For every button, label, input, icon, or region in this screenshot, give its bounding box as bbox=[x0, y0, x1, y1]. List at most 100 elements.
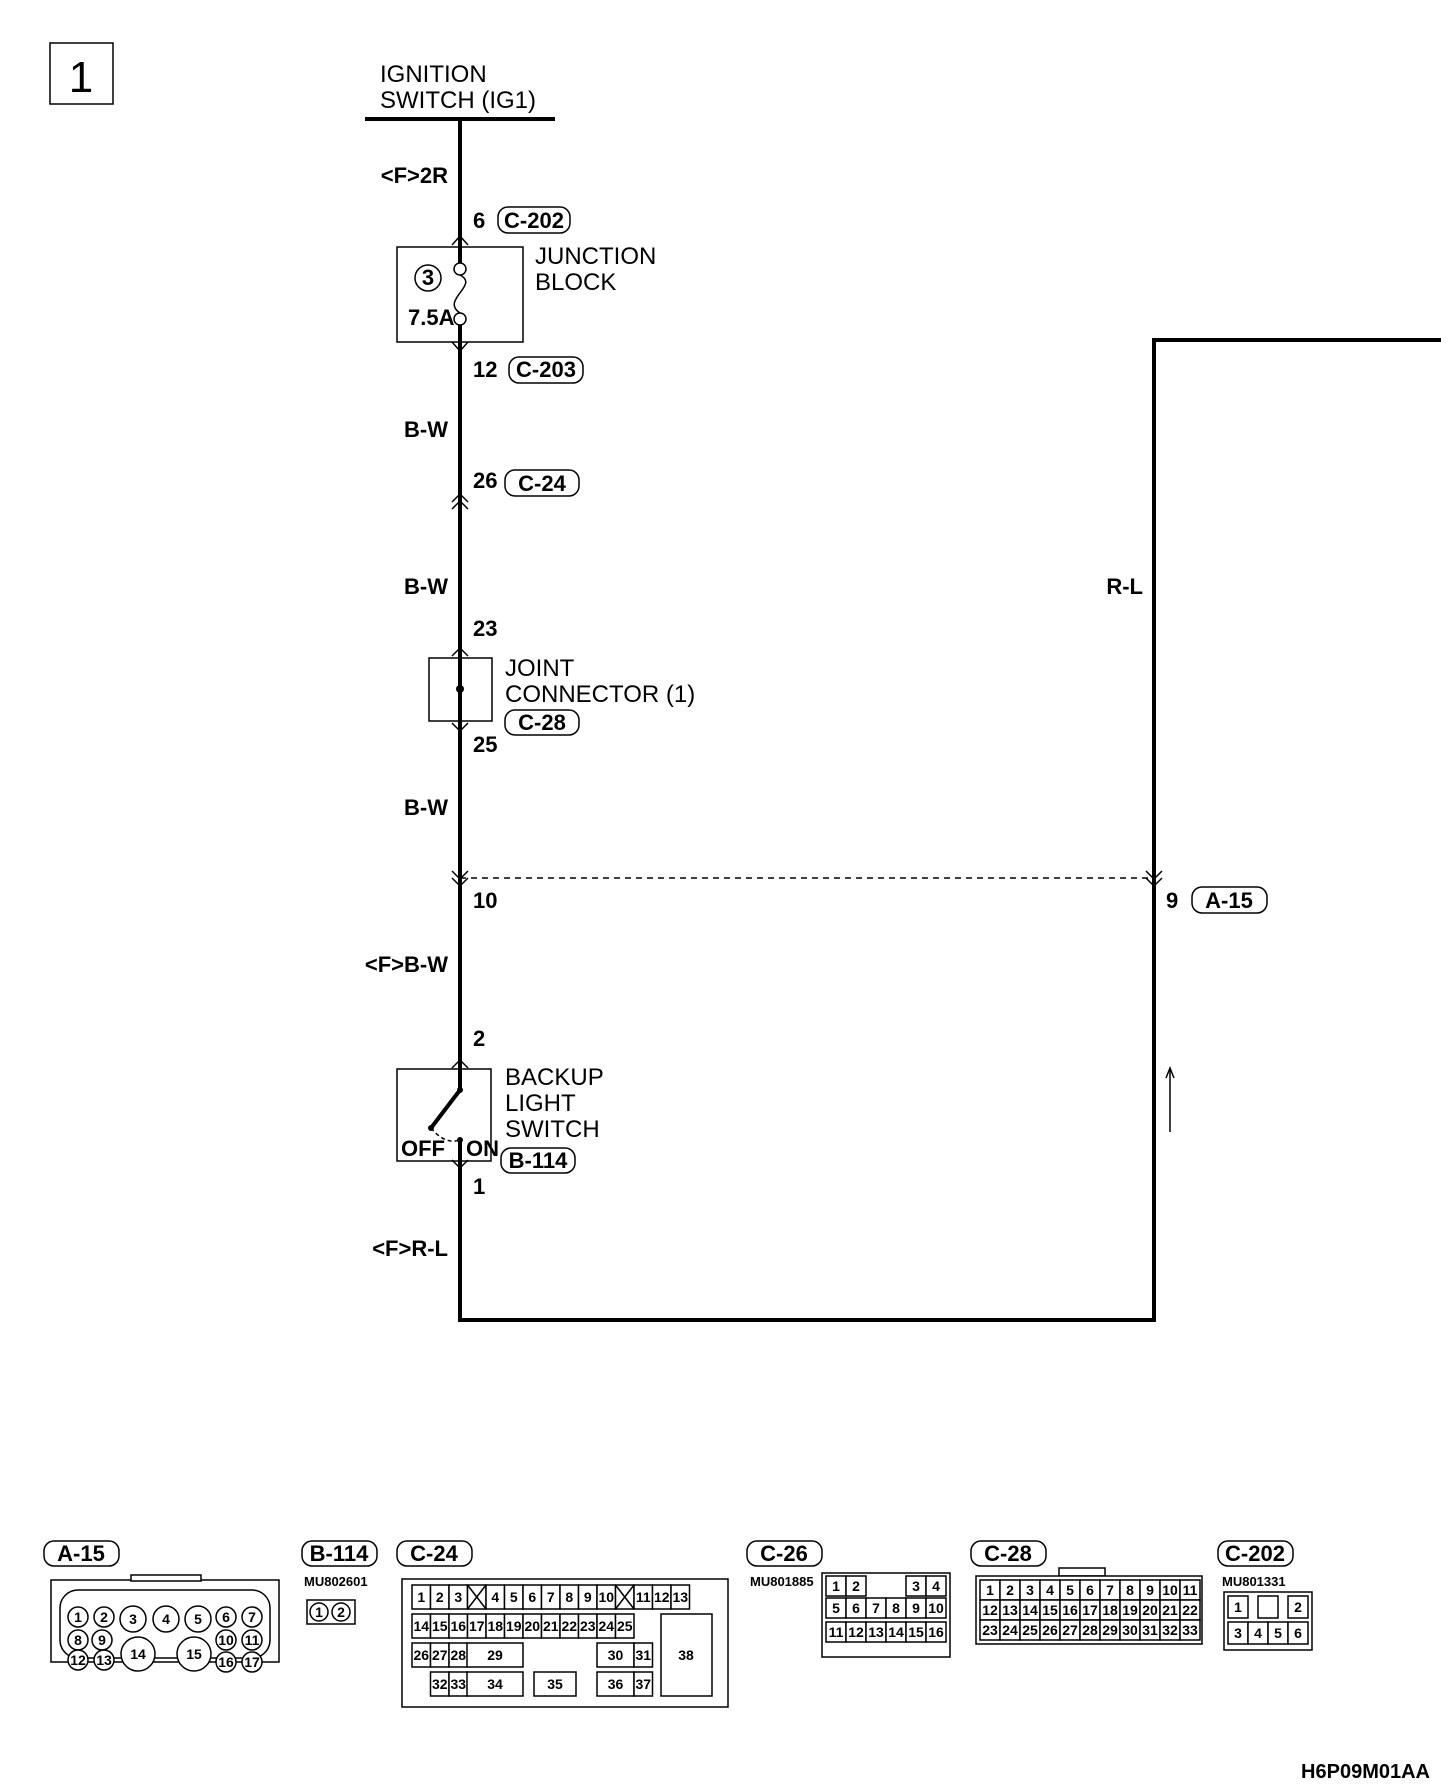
pin-number: 18 bbox=[487, 1618, 503, 1634]
pin-9: 9 bbox=[1166, 888, 1178, 913]
figure-code: H6P09M01AA bbox=[1301, 1761, 1430, 1783]
pin-number: 11 bbox=[1183, 1582, 1198, 1598]
pin-cell: 1 bbox=[411, 1584, 432, 1610]
fuse-element bbox=[453, 274, 467, 314]
pin-number: 1 bbox=[832, 1578, 840, 1594]
pin-number: 36 bbox=[608, 1676, 624, 1692]
fuse-terminal bbox=[453, 262, 467, 276]
page-number: 1 bbox=[69, 53, 93, 102]
inline-connector-arrow bbox=[451, 492, 469, 510]
pin-number: 32 bbox=[432, 1676, 448, 1692]
pin-number: 8 bbox=[565, 1589, 573, 1605]
pin-cell: 9 bbox=[91, 1629, 113, 1651]
pin-cell: 29 bbox=[1099, 1619, 1121, 1641]
pin-number: 10 bbox=[598, 1589, 614, 1605]
pin-cell: 1 bbox=[309, 1602, 329, 1622]
pin-number: 16 bbox=[1062, 1602, 1078, 1618]
pin-cell: 21 bbox=[1159, 1599, 1181, 1621]
pin-cell: 34 bbox=[466, 1671, 524, 1697]
pin-number: 2 bbox=[1294, 1599, 1302, 1615]
pin-cell: 5 bbox=[1267, 1621, 1289, 1645]
pin-number: 15 bbox=[186, 1646, 202, 1662]
pin-cell: 9 bbox=[1139, 1579, 1161, 1601]
empty-cavity bbox=[466, 1584, 487, 1610]
pin-cell: 26 bbox=[1039, 1619, 1061, 1641]
pin-number: 27 bbox=[432, 1647, 448, 1663]
pin-cell: 8 bbox=[885, 1597, 907, 1619]
pin-cell: 11 bbox=[825, 1621, 847, 1643]
pin-number: 30 bbox=[1122, 1622, 1138, 1638]
pin-number: 17 bbox=[469, 1618, 485, 1634]
pin-cell: 1 bbox=[67, 1606, 89, 1628]
fuse-terminal bbox=[453, 312, 467, 326]
pin-cell: 11 bbox=[1179, 1579, 1201, 1601]
pin-number: 20 bbox=[524, 1618, 540, 1634]
pin-23: 23 bbox=[473, 616, 497, 641]
pin-cell: 7 bbox=[241, 1606, 263, 1628]
pin-number: 4 bbox=[491, 1589, 499, 1605]
pin-number: 17 bbox=[244, 1654, 260, 1670]
connector-c24-label: C-24 bbox=[518, 471, 566, 496]
pin-cell: 27 bbox=[429, 1642, 450, 1668]
pin-cell: 11 bbox=[241, 1629, 263, 1651]
pin-number: 29 bbox=[1102, 1622, 1118, 1638]
pin-number: 23 bbox=[580, 1618, 596, 1634]
joint-connector-label-1: JOINT bbox=[505, 655, 575, 682]
pin-cell: 38 bbox=[660, 1613, 713, 1697]
pin-cell: 6 bbox=[1079, 1579, 1101, 1601]
pin-cell: 19 bbox=[1119, 1599, 1141, 1621]
pin-cell: 12 bbox=[651, 1584, 672, 1610]
pin-number: 31 bbox=[635, 1647, 651, 1663]
pin-cell: 3 bbox=[1227, 1621, 1249, 1645]
junction-block-label-1: JUNCTION bbox=[535, 243, 656, 270]
pin-cell: 25 bbox=[614, 1613, 635, 1639]
pin-cell: 35 bbox=[533, 1671, 577, 1697]
pin-cell: 6 bbox=[522, 1584, 543, 1610]
pin-number: 9 bbox=[912, 1600, 920, 1616]
pin-number: 8 bbox=[1126, 1582, 1134, 1598]
pin-cell: 28 bbox=[448, 1642, 469, 1668]
pin-number: 5 bbox=[1274, 1625, 1282, 1641]
pin-cell: 14 bbox=[885, 1621, 907, 1643]
pin-cell: 1 bbox=[979, 1579, 1001, 1601]
pin-number: 4 bbox=[932, 1578, 940, 1594]
pin-26: 26 bbox=[473, 468, 497, 493]
pin-cell: 16 bbox=[925, 1621, 947, 1643]
pin-number: 1 bbox=[986, 1582, 994, 1598]
pin-number: 28 bbox=[450, 1647, 466, 1663]
pin-cell: 5 bbox=[184, 1605, 212, 1633]
connector-view-tag-c202 bbox=[1217, 1540, 1294, 1567]
pin-number: 16 bbox=[218, 1654, 234, 1670]
pin-cell: 15 bbox=[1039, 1599, 1061, 1621]
pin-number: 10 bbox=[928, 1600, 944, 1616]
pin-cell: 25 bbox=[1019, 1619, 1041, 1641]
pin-number: 21 bbox=[1162, 1602, 1178, 1618]
connector-tag-c203 bbox=[508, 356, 584, 384]
connector-view-c28-label: C-28 bbox=[984, 1541, 1032, 1566]
backup-switch-box bbox=[396, 1068, 492, 1162]
fuse-number: 3 bbox=[422, 265, 434, 290]
pin-number: 21 bbox=[543, 1618, 559, 1634]
pin-cell: 21 bbox=[540, 1613, 561, 1639]
connector-tag-c24 bbox=[504, 469, 580, 497]
junction-block-label-2: BLOCK bbox=[535, 269, 616, 296]
pin-cell: 3 bbox=[1019, 1579, 1041, 1601]
connector-view-tag-c28 bbox=[970, 1540, 1047, 1567]
ignition-label-1: IGNITION bbox=[380, 61, 487, 88]
pin-cell: 17 bbox=[1079, 1599, 1101, 1621]
pin-cell: 23 bbox=[979, 1619, 1001, 1641]
pin-number: 13 bbox=[672, 1589, 688, 1605]
pin-cell: 8 bbox=[559, 1584, 580, 1610]
connector-view-tag-c26 bbox=[746, 1540, 823, 1567]
pin-cell: 8 bbox=[67, 1629, 89, 1651]
pin-number: 9 bbox=[584, 1589, 592, 1605]
pin-cell: 13 bbox=[93, 1649, 115, 1671]
splice-dot bbox=[456, 685, 464, 693]
pin-cell: 16 bbox=[448, 1613, 469, 1639]
pin-number: 37 bbox=[635, 1676, 651, 1692]
pin-number: 25 bbox=[617, 1618, 633, 1634]
pin-number: 17 bbox=[1082, 1602, 1098, 1618]
